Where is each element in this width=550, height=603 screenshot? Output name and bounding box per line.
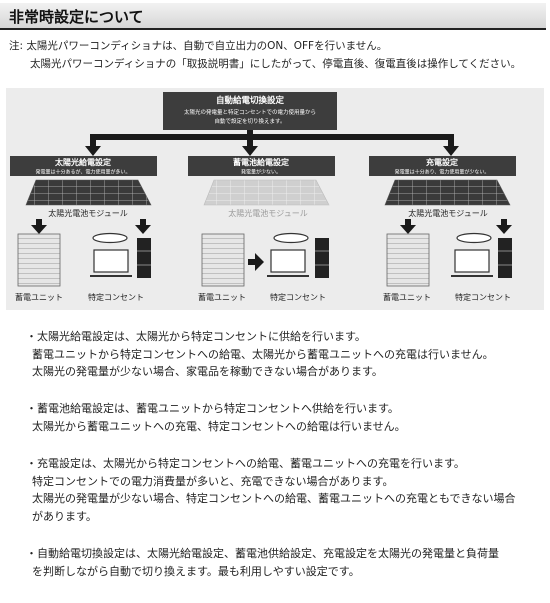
panel-solar-supply: 太陽光給電設定 発電量は十分あるが、電力使用量が多い。 太陽光電池モジュール 蓄… [10,156,157,302]
text-line: 太陽光の発電量が少ない場合、特定コンセントへの給電、蓄電ユニットへの充電ともでき… [32,492,516,506]
unit-label: 蓄電ユニット [198,292,246,302]
section-solar-supply: ・太陽光給電設定は、太陽光から特定コンセントに供給を行います。 蓄電ユニットから… [26,328,494,381]
section-charge: ・充電設定は、太陽光から特定コンセントへの給電、蓄電ユニットへの充電を行います。… [26,455,516,525]
storage-unit-icon [201,233,245,287]
panel-title: 蓄電池給電設定 [233,157,289,167]
panel-desc: 発電量は十分あり、電力使用量が少ない。 [395,169,490,176]
text-line: 蓄電ユニットから特定コンセントへの給電、太陽光から蓄電ユニットへの充電は行いませ… [32,347,494,361]
refrigerator-icon [137,238,151,278]
text-line: 特定コンセントでの電力消費量が多いと、充電できない場合があります。 [32,474,394,488]
text-line: を判断しながら自動で切り換えます。最も利用しやすい設定です。 [32,564,360,578]
panel-battery-supply: 蓄電池給電設定 発電量が少ない。 太陽光電池モジュール 蓄電ユニット 特定コンセ… [188,156,335,302]
text-line: ・自動給電切換設定は、太陽光給電設定、蓄電池供給設定、充電設定を太陽光の発電量と… [26,547,499,560]
text-line: 太陽光から蓄電ユニットへの充電、特定コンセントへの給電は行いません。 [32,419,406,433]
tv-icon [267,249,309,277]
auto-switch-title: 自動給電切換設定 [216,95,285,106]
auto-switch-box: 自動給電切換設定 太陽光の発電量と特定コンセントでの電力使用量から 自動で設定を… [163,92,337,130]
arrow-right-icon [248,253,264,271]
ceiling-light-icon [456,232,492,244]
tv-icon [451,249,493,277]
text-line: ・充電設定は、太陽光から特定コンセントへの給電、蓄電ユニットへの充電を行います。 [26,457,465,470]
solar-module-icon [25,179,152,206]
section-battery-supply: ・蓄電池給電設定は、蓄電ユニットから特定コンセントへ供給を行います。 太陽光から… [26,400,406,435]
outlet-label: 特定コンセント [270,292,326,302]
ceiling-light-icon [273,232,309,244]
unit-label: 蓄電ユニット [15,292,63,302]
text-line: ・蓄電池給電設定は、蓄電ユニットから特定コンセントへ供給を行います。 [26,402,399,415]
mode-diagram: 自動給電切換設定 太陽光の発電量と特定コンセントでの電力使用量から 自動で設定を… [6,88,544,310]
storage-unit-icon [386,233,430,287]
auto-switch-desc: 自動で設定を切り換えます。 [215,117,286,125]
outlet-label: 特定コンセント [88,292,144,302]
solar-module-icon [384,179,511,206]
panel-desc: 発電量が少ない。 [241,169,281,176]
unit-label: 蓄電ユニット [383,292,431,302]
refrigerator-icon [498,238,512,278]
panel-title: 太陽光給電設定 [54,157,111,167]
solar-module-icon [203,179,330,206]
text-line: ・太陽光給電設定は、太陽光から特定コンセントに供給を行います。 [26,330,366,343]
panel-charge: 充電設定 発電量は十分あり、電力使用量が少ない。 太陽光電池モジュール 蓄電ユニ… [369,156,516,302]
refrigerator-icon [315,238,329,278]
storage-unit-icon [17,233,61,287]
outlet-label: 特定コンセント [455,292,511,302]
page-header: 非常時設定について [0,3,546,30]
module-label: 太陽光電池モジュール [228,208,307,218]
auto-switch-desc: 太陽光の発電量と特定コンセントでの電力使用量から [184,108,316,116]
note-line: 注: 太陽光パワーコンディショナは、自動で自立出力のON、OFFを行いません。 [9,40,388,52]
note-line: 太陽光パワーコンディショナの「取扱説明書」にしたがって、停電直後、復電直後は操作… [30,58,522,70]
ceiling-light-icon [92,232,128,244]
section-auto-switch: ・自動給電切換設定は、太陽光給電設定、蓄電池供給設定、充電設定を太陽光の発電量と… [26,545,499,580]
page-title: 非常時設定について [9,8,144,26]
text-line: 太陽光の発電量が少ない場合、家電品を稼動できない場合があります。 [32,365,383,379]
tv-icon [90,249,132,277]
panel-desc: 発電量は十分あるが、電力使用量が多い。 [36,169,131,176]
module-label: 太陽光電池モジュール [48,208,127,218]
text-line: があります。 [32,509,97,523]
panel-title: 充電設定 [426,157,458,167]
module-label: 太陽光電池モジュール [408,208,487,218]
connector-arrows [85,130,459,156]
